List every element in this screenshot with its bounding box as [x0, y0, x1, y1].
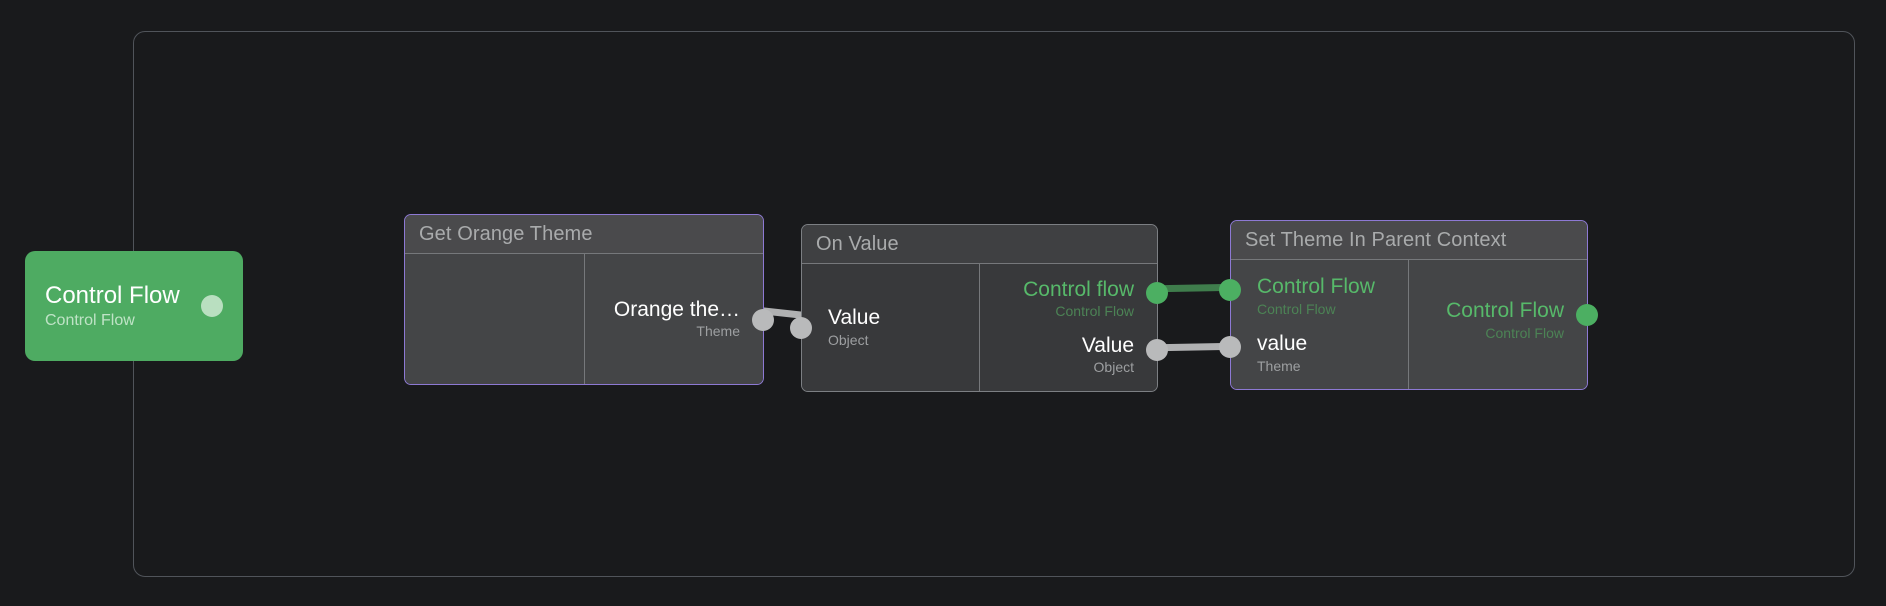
output-port-value-dot[interactable]	[1146, 339, 1168, 361]
output-port-control-flow-name: Control flow	[1023, 277, 1134, 301]
input-port-value-labels: value Theme	[1257, 333, 1307, 373]
set-theme-body: Control Flow Control Flow value Theme	[1219, 259, 1598, 389]
set-theme-header[interactable]: Set Theme In Parent Context	[1231, 221, 1587, 259]
input-port-control-flow-dot[interactable]	[1219, 279, 1241, 301]
control-flow-source-name: Control Flow	[45, 281, 180, 309]
output-port-orange-theme-name: Orange the…	[613, 297, 740, 321]
input-port-value-dot[interactable]	[790, 317, 812, 339]
input-port-value-type: Theme	[1257, 357, 1301, 374]
output-port-control-flow-dot[interactable]	[1576, 303, 1598, 326]
get-orange-theme-inputs-column	[405, 254, 585, 384]
output-port-control-flow-labels: Control flow Control Flow	[1023, 277, 1134, 320]
output-port-orange-theme-dot[interactable]	[752, 309, 774, 331]
input-port-value-name: value	[1257, 332, 1308, 356]
input-port-value-type: Object	[828, 331, 869, 348]
input-port-control-flow[interactable]: Control Flow Control Flow	[1219, 268, 1408, 325]
input-port-control-flow-labels: Control Flow Control Flow	[1257, 276, 1375, 316]
input-port-control-flow-name: Control Flow	[1257, 275, 1375, 299]
on-value-inputs-column: Value Object	[790, 264, 980, 391]
set-theme-outputs-column: Control Flow Control Flow	[1409, 260, 1598, 389]
on-value-header[interactable]: On Value	[802, 225, 1157, 263]
input-port-value[interactable]: value Theme	[1219, 325, 1408, 382]
set-theme-title: Set Theme In Parent Context	[1245, 228, 1507, 251]
node-get-orange-theme[interactable]: Get Orange Theme Orange the… Theme	[404, 214, 774, 385]
output-port-control-flow-dot[interactable]	[1146, 282, 1168, 304]
control-flow-source-labels: Control Flow Control Flow	[45, 281, 180, 330]
input-port-value-dot[interactable]	[1219, 336, 1241, 358]
output-port-control-flow[interactable]: Control Flow Control Flow	[1409, 291, 1598, 351]
control-flow-source-type: Control Flow	[45, 311, 135, 329]
output-port-value-type: Object	[1093, 359, 1134, 376]
output-port-control-flow[interactable]: Control flow Control Flow	[980, 271, 1168, 327]
output-port-orange-theme-type: Theme	[696, 323, 740, 340]
get-orange-theme-outputs-column: Orange the… Theme	[585, 254, 774, 384]
output-port-value-labels: Value Object	[1081, 333, 1134, 376]
output-port-value-name: Value	[1081, 333, 1134, 357]
input-port-value-labels: Value Object	[828, 307, 880, 347]
node-on-value[interactable]: On Value Value Object Control flow Contr…	[790, 224, 1168, 392]
output-port-orange-theme[interactable]: Orange the… Theme	[585, 292, 774, 346]
output-port-control-flow-type: Control Flow	[1485, 324, 1564, 341]
output-port-control-flow-name: Control Flow	[1446, 299, 1564, 323]
on-value-title: On Value	[816, 232, 899, 255]
get-orange-theme-title: Get Orange Theme	[419, 222, 593, 245]
input-port-value-name: Value	[828, 306, 881, 330]
node-set-theme-in-parent-context[interactable]: Set Theme In Parent Context Control Flow…	[1219, 220, 1598, 390]
on-value-body: Value Object Control flow Control Flow	[790, 263, 1168, 391]
get-orange-theme-header[interactable]: Get Orange Theme	[405, 215, 763, 253]
output-port-value[interactable]: Value Object	[980, 327, 1168, 383]
control-flow-source-output-port-dot[interactable]	[201, 294, 223, 317]
set-theme-inputs-column: Control Flow Control Flow value Theme	[1219, 260, 1409, 389]
output-port-orange-theme-labels: Orange the… Theme	[613, 297, 740, 340]
output-port-control-flow-type: Control Flow	[1055, 303, 1134, 320]
get-orange-theme-body: Orange the… Theme	[405, 253, 774, 384]
on-value-outputs-column: Control flow Control Flow Value Object	[980, 264, 1168, 391]
input-port-value[interactable]: Value Object	[790, 264, 979, 391]
node-control-flow-source[interactable]: Control Flow Control Flow	[25, 251, 243, 361]
control-flow-source-content: Control Flow Control Flow	[25, 281, 243, 330]
output-port-control-flow-labels: Control Flow Control Flow	[1446, 300, 1564, 340]
input-port-control-flow-type: Control Flow	[1257, 300, 1336, 317]
